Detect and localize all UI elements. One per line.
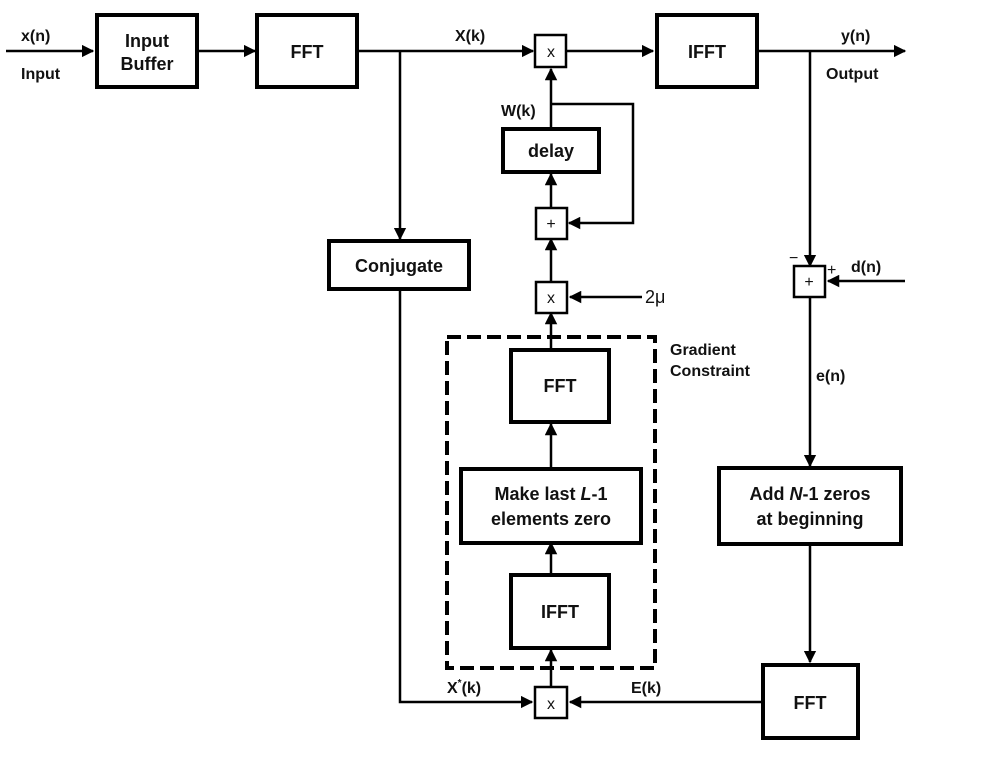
add-zeros-prefix: Add <box>749 484 789 504</box>
gc-ifft-block: IFFT <box>509 573 611 650</box>
ifft-output-label: IFFT <box>688 42 726 62</box>
add-zeros-label-line1: Add N-1 zeros <box>749 484 870 504</box>
signal-x-n: x(n) <box>21 28 50 45</box>
adder-weight-update: + <box>534 206 569 241</box>
multiplier-step-symbol: x <box>547 290 555 307</box>
signal-X-k: X(k) <box>455 28 485 45</box>
wire-feedback <box>551 102 635 230</box>
make-zero-suffix: -1 <box>592 484 608 504</box>
signal-e-n: e(n) <box>816 368 845 385</box>
signal-y-n: y(n) <box>841 28 870 45</box>
wire-conjugate-to-mult <box>398 290 534 709</box>
signal-X-conj-k: X*(k) <box>447 678 481 697</box>
gc-ifft-label: IFFT <box>541 602 579 622</box>
add-zeros-suffix: -1 zeros <box>802 484 870 504</box>
multiplier-filter-symbol: x <box>547 44 555 61</box>
make-zero-label-line1: Make last L-1 <box>494 484 607 504</box>
fft-forward-block: FFT <box>255 13 359 89</box>
fft-error-block: FFT <box>761 663 860 740</box>
multiplier-step-size: x <box>534 280 569 315</box>
adder-error: + <box>792 264 827 299</box>
minus-sign: − <box>789 250 798 267</box>
signal-W-k: W(k) <box>501 103 536 120</box>
signal-E-k: E(k) <box>631 680 661 697</box>
input-buffer-label-line2: Buffer <box>121 54 174 74</box>
multiplier-gradient: x <box>533 685 569 720</box>
fft-error-label: FFT <box>794 693 827 713</box>
ifft-output-block: IFFT <box>655 13 759 89</box>
fft-forward-label: FFT <box>291 42 324 62</box>
conjugate-label: Conjugate <box>355 256 443 276</box>
delay-label: delay <box>528 141 574 161</box>
multiplier-filter: x <box>533 33 568 69</box>
input-buffer-label-line1: Input <box>125 31 169 51</box>
make-zero-prefix: Make last <box>494 484 580 504</box>
make-last-elements-zero-block: Make last L-1 elements zero <box>459 467 643 545</box>
signal-d-n: d(n) <box>851 259 881 276</box>
step-size-label: 2μ <box>645 287 665 307</box>
add-zeros-block: Add N-1 zeros at beginning <box>717 466 903 546</box>
delay-block: delay <box>501 127 601 174</box>
gradient-constraint-label-line1: Gradient <box>670 342 736 359</box>
multiplier-gradient-symbol: x <box>547 696 555 713</box>
gc-fft-block: FFT <box>509 348 611 424</box>
gradient-constraint-label-line2: Constraint <box>670 363 751 380</box>
gradient-constraint-group <box>445 335 657 670</box>
signal-wires <box>6 44 907 709</box>
make-zero-label-line2: elements zero <box>491 509 611 529</box>
adder-error-symbol: + <box>804 274 813 291</box>
add-zeros-var: N <box>789 484 803 504</box>
plus-sign: + <box>827 262 836 279</box>
add-zeros-label-line2: at beginning <box>757 509 864 529</box>
gc-fft-label: FFT <box>544 376 577 396</box>
conj-tail: (k) <box>462 680 482 697</box>
adder-weight-update-symbol: + <box>546 216 555 233</box>
conj-base: X <box>447 680 458 697</box>
conjugate-block: Conjugate <box>327 239 471 291</box>
input-buffer-block: Input Buffer <box>95 13 199 89</box>
output-caption: Output <box>826 66 879 83</box>
input-caption: Input <box>21 66 61 83</box>
conj-superscript: * <box>458 678 462 689</box>
make-zero-var: L <box>581 484 592 504</box>
